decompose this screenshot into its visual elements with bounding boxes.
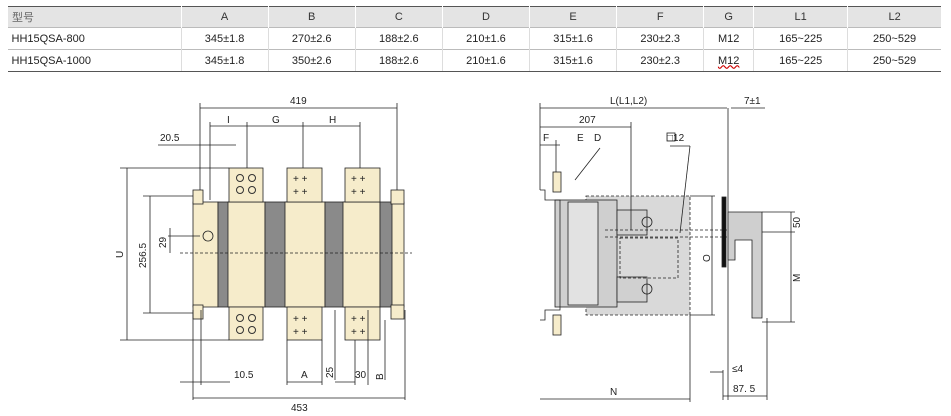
col-g: G [703, 6, 754, 28]
cell: 250~529 [847, 27, 941, 50]
table-row: HH15QSA-1000 345±1.8 350±2.6 188±2.6 210… [7, 49, 941, 72]
dim-256-5: 256.5 [138, 243, 149, 268]
cell: 230±2.3 [616, 27, 704, 50]
col-e: E [528, 6, 617, 28]
dim-25: 25 [325, 366, 336, 378]
dim-d: D [594, 133, 601, 144]
dim-419: 419 [290, 96, 307, 107]
cell: 345±1.8 [180, 27, 269, 50]
col-c: C [354, 6, 443, 28]
cell: HH15QSA-800 [7, 27, 181, 50]
cell: 210±1.6 [441, 49, 530, 72]
col-b: B [267, 6, 356, 28]
svg-text:+ +: + + [293, 314, 308, 325]
dim-a: A [301, 370, 308, 381]
cell: 210±1.6 [441, 27, 530, 50]
svg-text:+ +: + + [293, 187, 308, 198]
cell: M12 [703, 27, 754, 50]
dim-b: B [375, 373, 386, 380]
dim-f: F [543, 133, 549, 144]
dim-l: L(L1,L2) [610, 96, 647, 107]
dim-n: N [610, 387, 617, 398]
cell: 165~225 [753, 49, 848, 72]
dim-h: H [329, 115, 336, 126]
cell: 350±2.6 [267, 49, 356, 72]
dim-10-5: 10.5 [234, 370, 254, 381]
cell: 315±1.6 [528, 27, 617, 50]
dim-29: 29 [158, 236, 169, 248]
dim-i: I [227, 115, 230, 126]
cell: 315±1.6 [528, 49, 617, 72]
specs-table: 型号 A B C D E F G L1 L2 HH15QSA-800 345±1… [7, 6, 941, 72]
cell: M12 [703, 49, 754, 72]
table-row: HH15QSA-800 345±1.8 270±2.6 188±2.6 210±… [7, 27, 941, 50]
cell: 270±2.6 [267, 27, 356, 50]
dim-12: □12 [667, 133, 685, 144]
cell: 250~529 [847, 49, 941, 72]
table-header: 型号 A B C D E F G L1 L2 [7, 6, 941, 28]
cell: 188±2.6 [354, 49, 443, 72]
side-view-drawing: L(L1,L2) 7±1 207 F E D □12 50 O M ≤4 87.… [539, 96, 803, 402]
cell: HH15QSA-1000 [7, 49, 181, 72]
dim-453: 453 [291, 403, 308, 414]
svg-text:+ +: + + [351, 174, 366, 185]
svg-text:+ +: + + [351, 314, 366, 325]
svg-text:+ +: + + [351, 187, 366, 198]
col-l1: L1 [753, 6, 848, 28]
cell: 165~225 [753, 27, 848, 50]
dim-207: 207 [579, 115, 596, 126]
svg-text:+ +: + + [293, 327, 308, 338]
col-d: D [441, 6, 530, 28]
col-f: F [616, 6, 704, 28]
dim-87-5: 87. 5 [733, 384, 756, 395]
dim-7: 7±1 [744, 96, 761, 107]
dim-g: G [272, 115, 280, 126]
dim-20-5: 20.5 [160, 133, 180, 144]
dim-o: O [702, 254, 713, 262]
cell: 345±1.8 [180, 49, 269, 72]
col-l2: L2 [847, 6, 941, 28]
front-view-drawing: + + + + + + + + + + + + + + + + 419 I G H 20.5… [115, 96, 412, 414]
col-model: 型号 [7, 6, 181, 28]
cell: 188±2.6 [354, 27, 443, 50]
dim-50: 50 [792, 216, 803, 228]
dim-m: M [792, 274, 803, 282]
dim-4: ≤4 [732, 364, 743, 375]
dim-30: 30 [355, 370, 367, 381]
svg-text:+ +: + + [351, 327, 366, 338]
col-a: A [180, 6, 269, 28]
dim-e: E [577, 133, 584, 144]
svg-text:+ +: + + [293, 174, 308, 185]
dim-u: U [115, 251, 126, 258]
cell: 230±2.3 [616, 49, 704, 72]
